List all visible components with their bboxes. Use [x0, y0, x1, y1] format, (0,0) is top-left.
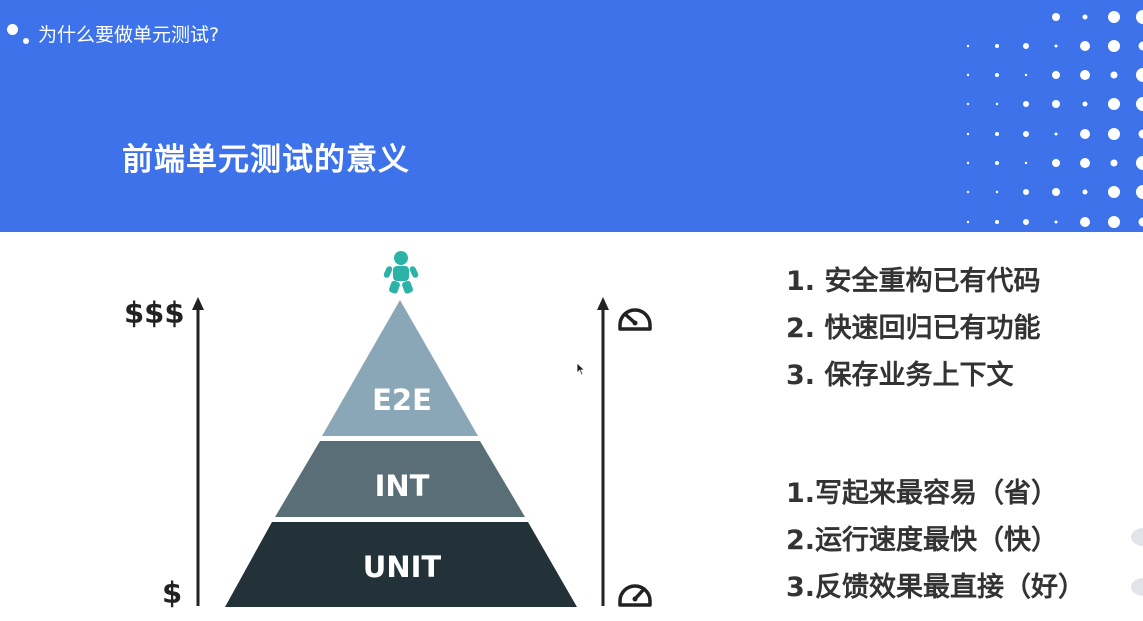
- title-bullet-dot: [7, 24, 18, 35]
- decorative-dot: [1023, 219, 1029, 225]
- decorative-dot: [1080, 217, 1090, 227]
- decorative-dot-pattern: [966, 10, 1143, 228]
- decorative-dot: [1023, 101, 1029, 107]
- benefit-item: 1. 安全重构已有代码: [786, 266, 1041, 297]
- baby-icon: [383, 251, 419, 294]
- mouse-cursor-icon: [576, 362, 586, 376]
- decorative-dot: [1138, 217, 1143, 227]
- decorative-dot: [1108, 186, 1120, 198]
- decorative-dot: [966, 73, 970, 77]
- decorative-dot: [966, 190, 970, 194]
- decorative-dot: [1108, 40, 1120, 52]
- decorative-dot: [1080, 129, 1090, 139]
- decorative-dot: [966, 220, 970, 224]
- decorative-dot: [966, 161, 970, 165]
- layer-label-int: INT: [375, 469, 430, 503]
- pyramid-layer-e2e: E2E: [322, 300, 478, 436]
- decorative-dot: [1052, 159, 1060, 167]
- decorative-dot: [1082, 189, 1088, 195]
- decorative-dot: [1054, 132, 1058, 136]
- cost-low-label: $: [162, 576, 183, 610]
- decorative-dot: [995, 161, 999, 165]
- decorative-dot: [1138, 129, 1143, 139]
- decorative-dot: [1023, 131, 1029, 137]
- decorative-dot: [1080, 70, 1090, 80]
- decorative-dot: [995, 190, 999, 194]
- decorative-dot: [995, 73, 999, 77]
- speedometer-slow-icon: [618, 308, 652, 331]
- decorative-dot: [1052, 100, 1060, 108]
- decorative-dot: [1052, 71, 1060, 79]
- cost-axis: [192, 297, 204, 606]
- decorative-dot: [1108, 98, 1120, 110]
- decorative-dot: [1110, 159, 1118, 167]
- decorative-dot: [966, 132, 970, 136]
- decorative-dot: [1136, 185, 1143, 199]
- layer-label-unit: UNIT: [363, 550, 442, 584]
- decorative-dot: [1054, 44, 1058, 48]
- speed-axis: [597, 297, 609, 606]
- cost-high-label: $$$: [124, 296, 185, 330]
- title-bullet-dot-small: [23, 38, 29, 44]
- decorative-dot: [1052, 13, 1060, 21]
- decorative-dot: [1136, 10, 1143, 24]
- decorative-dot: [1136, 156, 1143, 170]
- decorative-dot: [1136, 68, 1143, 82]
- section-title: 为什么要做单元测试?: [38, 24, 220, 46]
- edge-decoration: [1131, 528, 1143, 546]
- speedometer-fast-icon: [618, 584, 652, 607]
- decorative-dot: [1052, 188, 1060, 196]
- decorative-dot: [1082, 101, 1088, 107]
- decorative-dot: [995, 102, 999, 106]
- benefit-item: 3. 保存业务上下文: [786, 360, 1014, 391]
- trait-item: 1.写起来最容易（省）: [786, 478, 1059, 509]
- decorative-dot: [1138, 41, 1143, 51]
- decorative-dot: [966, 102, 970, 106]
- test-pyramid-diagram: E2E INT UNIT: [192, 251, 652, 607]
- decorative-dot: [1110, 71, 1118, 79]
- header-banner: 为什么要做单元测试? 前端单元测试的意义: [0, 0, 1143, 232]
- layer-label-e2e: E2E: [372, 383, 432, 417]
- decorative-dot: [1080, 158, 1090, 168]
- decorative-dot: [995, 132, 999, 136]
- edge-decoration: [1131, 578, 1143, 596]
- trait-item: 3.反馈效果最直接（好）: [786, 572, 1086, 603]
- decorative-dot: [966, 44, 970, 48]
- decorative-dot: [1054, 220, 1058, 224]
- decorative-dot: [1080, 41, 1090, 51]
- decorative-dot: [1024, 73, 1028, 77]
- slide-title: 前端单元测试的意义: [122, 142, 410, 178]
- benefits-list: 1. 安全重构已有代码 2. 快速回归已有功能 3. 保存业务上下文: [786, 258, 1040, 399]
- decorative-dot: [1108, 11, 1120, 23]
- benefit-item: 2. 快速回归已有功能: [786, 313, 1041, 344]
- trait-item: 2.运行速度最快（快）: [786, 525, 1059, 556]
- unit-test-traits-list: 1.写起来最容易（省） 2.运行速度最快（快） 3.反馈效果最直接（好）: [786, 470, 1085, 611]
- decorative-dot: [995, 220, 999, 224]
- pyramid-layer-int: INT: [275, 441, 525, 517]
- decorative-dot: [1136, 97, 1143, 111]
- decorative-dot: [1023, 189, 1029, 195]
- decorative-dot: [1024, 161, 1028, 165]
- decorative-dot: [1023, 43, 1029, 49]
- decorative-dot: [1082, 14, 1088, 20]
- pyramid-layer-unit: UNIT: [225, 522, 577, 607]
- decorative-dot: [1108, 216, 1120, 228]
- decorative-dot: [1108, 128, 1120, 140]
- decorative-dot: [995, 44, 999, 48]
